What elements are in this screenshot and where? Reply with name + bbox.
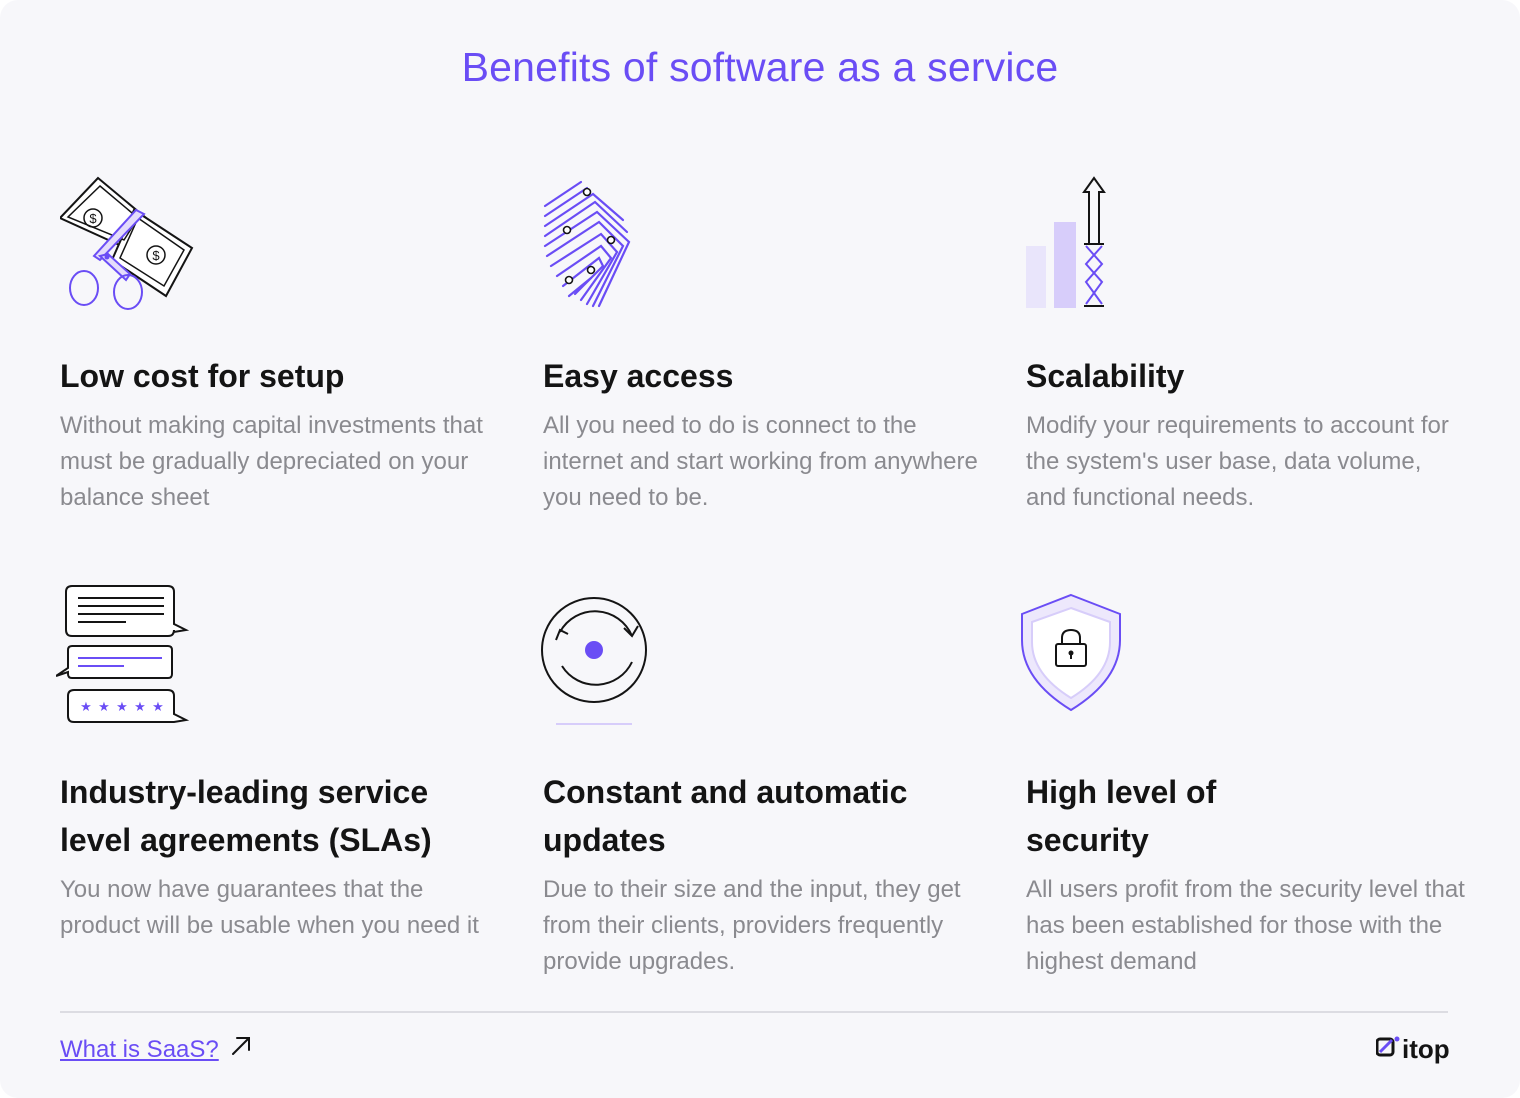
feature-heading: Industry-leading service level agreement…: [60, 774, 432, 858]
logo-text: itop: [1402, 1034, 1450, 1064]
feature-scalability: Scalability Modify your requirements to …: [1026, 170, 1476, 530]
what-is-saas-label: What is SaaS?: [60, 1035, 219, 1063]
svg-text:★: ★: [116, 700, 128, 715]
feature-description: Due to their size and the input, they ge…: [543, 876, 961, 975]
feature-heading: Easy access: [543, 358, 734, 394]
arrow-up-right-icon: [229, 1034, 253, 1065]
refresh-cycle-icon: [538, 596, 652, 733]
fingerprint-icon: [543, 170, 643, 315]
itop-logo: itop: [1375, 1034, 1450, 1065]
feature-heading: Constant and automatic updates: [543, 774, 908, 858]
feature-low-cost: $ $ Low cost for setup Without making ca…: [58, 170, 510, 530]
feature-description: Modify your requirements to account for …: [1026, 412, 1449, 511]
footer-divider: [60, 1011, 1448, 1013]
feature-security: High level of security All users profit …: [1018, 592, 1468, 980]
feature-description: Without making capital investments that …: [60, 412, 483, 511]
message-rating-icon: ★ ★ ★ ★ ★: [55, 580, 192, 731]
shield-lock-icon: [1018, 592, 1124, 719]
svg-text:$: $: [152, 248, 160, 263]
svg-text:★: ★: [80, 700, 92, 715]
growth-bars-arrow-icon: [1026, 170, 1116, 315]
feature-heading: High level of security: [1026, 774, 1217, 858]
svg-text:★: ★: [134, 700, 146, 715]
feature-description: All you need to do is connect to the int…: [543, 412, 978, 511]
feature-updates: Constant and automatic updates Due to th…: [538, 596, 988, 980]
what-is-saas-link[interactable]: What is SaaS?: [60, 1034, 253, 1065]
feature-easy-access: Easy access All you need to do is connec…: [543, 170, 993, 530]
feature-description: All users profit from the security level…: [1026, 876, 1465, 975]
itop-mark-icon: [1375, 1034, 1400, 1065]
feature-heading: Scalability: [1026, 358, 1185, 394]
svg-text:★: ★: [152, 700, 164, 715]
svg-text:★: ★: [98, 700, 110, 715]
feature-description: You now have guarantees that the product…: [60, 876, 479, 939]
page-title: Benefits of software as a service: [461, 44, 1059, 90]
feature-sla: ★ ★ ★ ★ ★ Industry-leading service level…: [55, 580, 506, 980]
scissors-cutting-money-icon: $ $: [58, 170, 200, 320]
feature-heading: Low cost for setup: [60, 358, 345, 394]
svg-text:$: $: [89, 211, 97, 226]
